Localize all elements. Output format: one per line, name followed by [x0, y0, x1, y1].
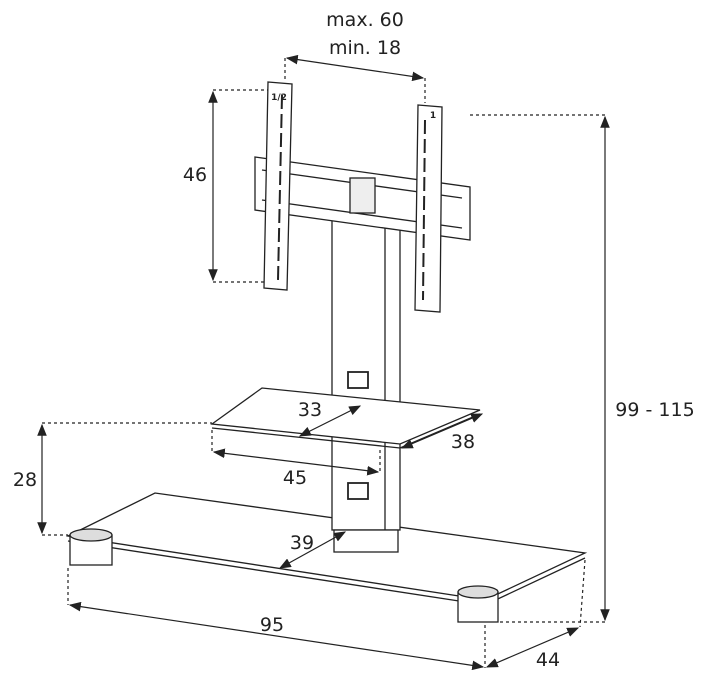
arrow-base-depth-inner — [278, 531, 347, 569]
right-foot — [457, 585, 499, 623]
label-base-depth: 44 — [535, 649, 561, 671]
column — [331, 209, 401, 553]
left-bracket-mark: 1/2 — [271, 93, 287, 103]
arrow-base-width — [68, 601, 485, 671]
right-bracket-mark: 1 — [429, 111, 437, 121]
left-foot — [69, 528, 113, 566]
arrow-bracket-width — [285, 54, 425, 82]
label-total-height: 99 - 115 — [615, 399, 695, 421]
label-base-depth-inner: 39 — [289, 532, 315, 554]
label-base-width: 95 — [259, 614, 285, 636]
label-bracket-min: min. 18 — [328, 37, 402, 59]
arrow-base-depth — [485, 627, 580, 668]
label-shelf-depth-inner: 33 — [297, 399, 323, 421]
shelf-glass — [210, 387, 481, 445]
left-bracket — [263, 81, 293, 291]
arrow-shelf-width — [212, 448, 380, 476]
label-shelf-height: 28 — [12, 469, 38, 491]
base-glass — [65, 492, 588, 601]
arrow-shelf-depth — [400, 413, 484, 449]
arrow-shelf-depth-inner — [298, 405, 362, 437]
right-bracket — [414, 104, 443, 313]
label-bracket-height: 46 — [182, 164, 208, 186]
label-shelf-width: 45 — [282, 467, 308, 489]
label-shelf-depth: 38 — [450, 431, 476, 453]
label-bracket-max: max. 60 — [326, 9, 404, 31]
